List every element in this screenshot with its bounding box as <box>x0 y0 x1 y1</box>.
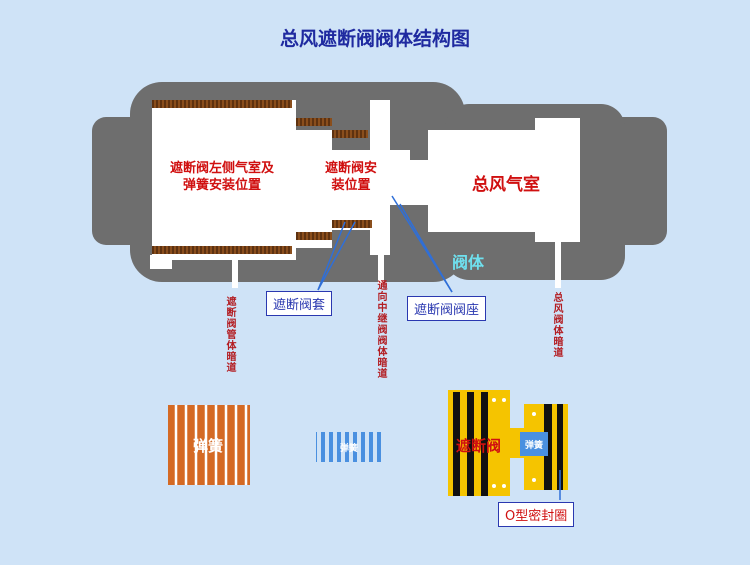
left-chamber-label: 遮断阀左侧气室及弹簧安装位置 <box>169 161 274 193</box>
small-spring-drawing <box>316 432 384 462</box>
relay-channel-label: 通向中继阀阀体暗道 <box>375 280 386 379</box>
main-chamber-label: 总风气室 <box>472 175 540 195</box>
diagram-title: 总风遮断阀阀体结构图 <box>279 28 470 50</box>
main-channel-label: 总风阀体暗道 <box>551 292 562 358</box>
install-position-label: 遮断阀安装位置 <box>324 161 377 193</box>
valve-element-drawing <box>448 390 568 500</box>
pipe-channel-label: 遮断阀管体暗道 <box>224 296 235 373</box>
valve-spring-label: 弹簧 <box>524 441 543 451</box>
main-chamber <box>380 118 580 288</box>
large-spring-label: 弹簧 <box>192 437 223 455</box>
oring-label: O型密封圈 <box>498 502 575 527</box>
valve-body-label: 阀体 <box>452 253 485 272</box>
valve-sleeve-label: 遮断阀套 <box>266 291 333 316</box>
valve-label: 遮断阀 <box>456 437 502 455</box>
pointer-lines <box>317 195 453 293</box>
valve-sleeve <box>152 100 372 254</box>
large-spring-drawing <box>168 405 250 485</box>
valve-seat-label: 遮断阀阀座 <box>407 296 487 321</box>
small-spring-label: 弹簧 <box>339 444 358 454</box>
